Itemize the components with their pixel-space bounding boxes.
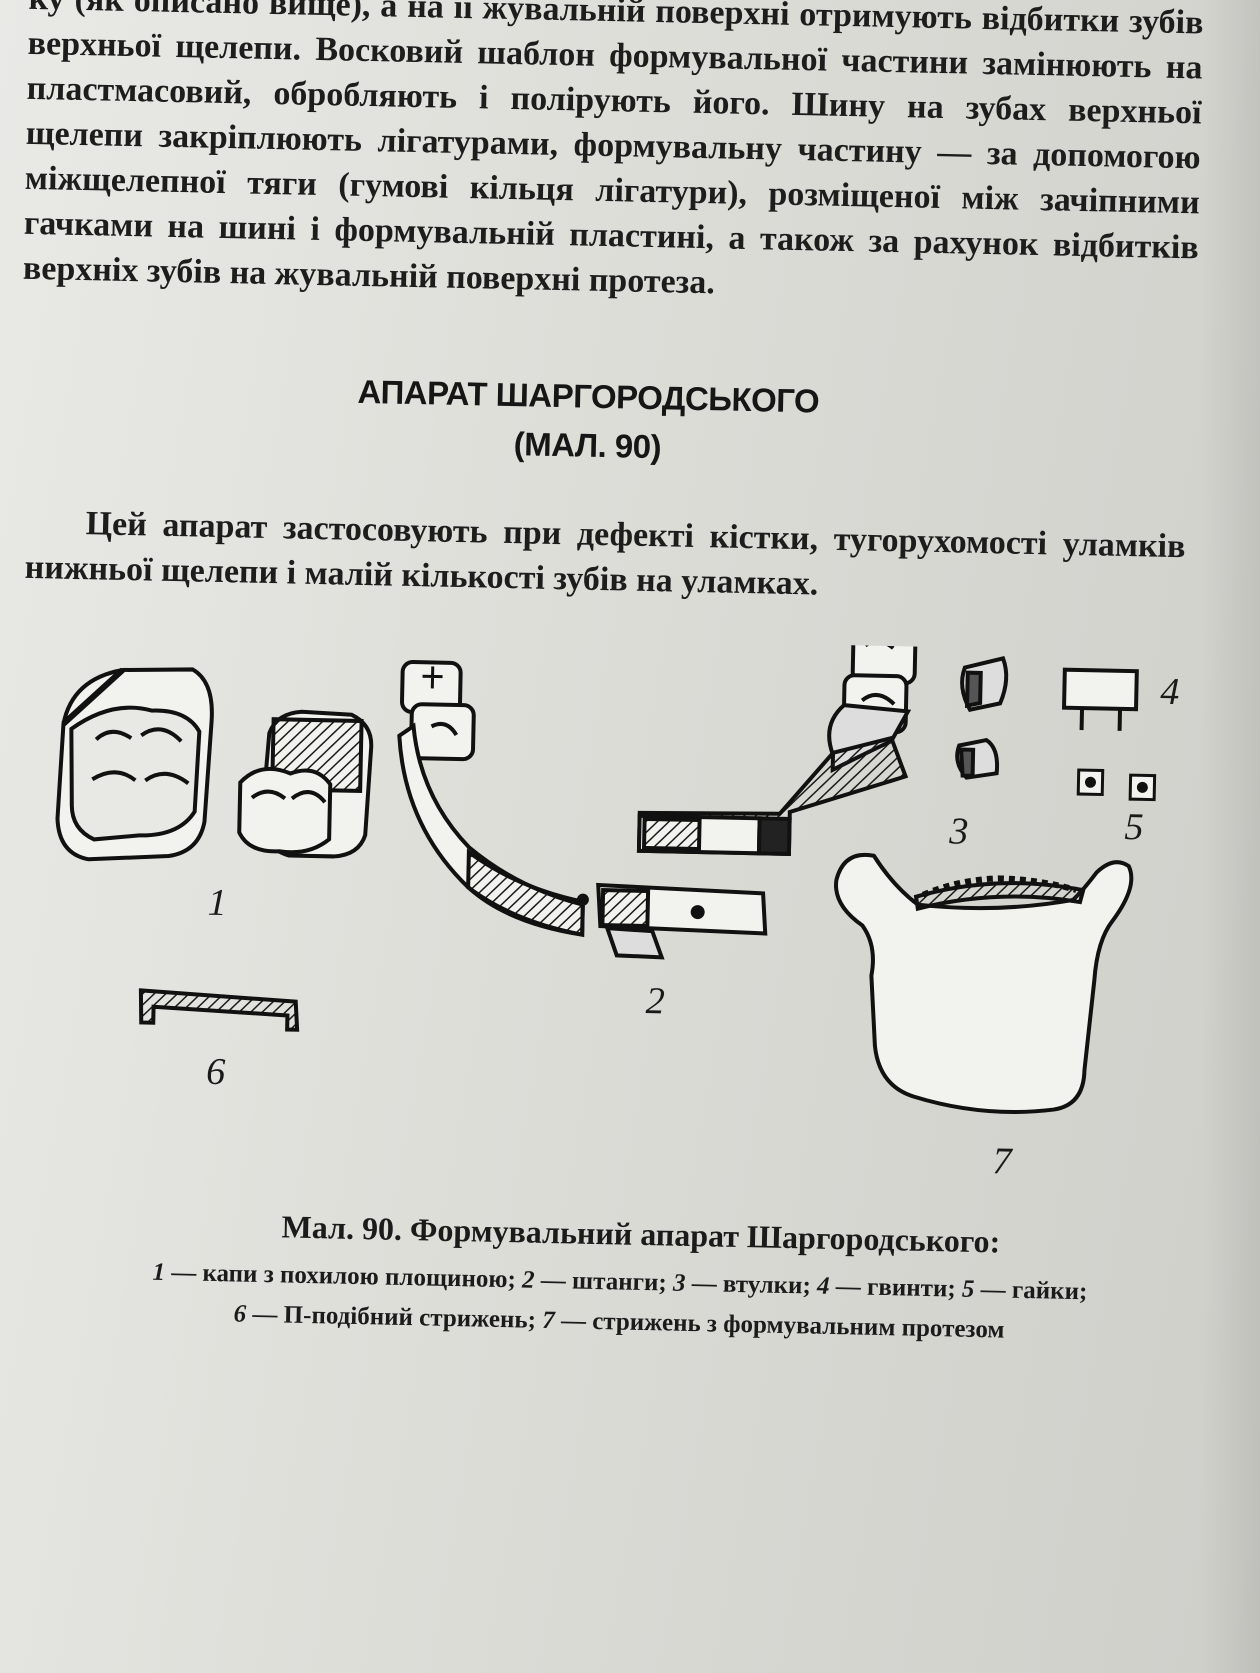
paragraph-top: ку (як описано вище), а на її жувальній … [22,0,1204,302]
legend-item: 4 — гвинти; [816,1272,963,1303]
forming-prosthesis-7 [834,852,1134,1114]
paragraph-intro: Цей апарат застосовують при дефекті кіст… [24,505,1186,603]
section-heading-figure-ref: (МАЛ. 90) [513,425,662,466]
figure-label-4: 4 [1160,671,1180,713]
legend-item: 3 — втулки; [672,1269,818,1300]
figure-label-2: 2 [645,980,665,1022]
rod-upper [636,628,918,857]
legend-item: 2 — штанги; [521,1266,674,1297]
u-shaped-rod-6 [138,988,300,1032]
section-heading: АПАРАТ ШАРГОРОДСЬКОГО [357,372,820,420]
apparatus-illustration: 1 2 [55,628,1180,1183]
figure-label-7: 7 [992,1140,1014,1182]
page-edge-shadow [1200,0,1260,1673]
legend-item: 6 — П-подібний стрижень; [233,1300,543,1334]
figure-90: 1 2 [0,627,1260,1213]
figure-label-3: 3 [948,810,969,852]
legend-item: 5 — гайки; [961,1275,1088,1306]
figure-label-1: 1 [207,882,227,924]
sleeve-3 [955,656,1009,780]
figure-label-5: 5 [1124,806,1144,848]
legend-item: 7 — стрижень з формувальним протезом [541,1306,1005,1344]
figure-caption-legend: 1 — капи з похилою площиною; 2 — штанги;… [29,1250,1210,1355]
legend-item: 1 — капи з похилою площиною; [152,1258,523,1294]
cap-with-inclined-plane-2 [237,709,374,859]
cap-with-inclined-plane-1 [55,667,214,862]
rod-2 [397,660,768,960]
nut-5 [1076,768,1157,802]
screw-4 [1061,667,1139,731]
figure-label-6: 6 [206,1051,226,1093]
